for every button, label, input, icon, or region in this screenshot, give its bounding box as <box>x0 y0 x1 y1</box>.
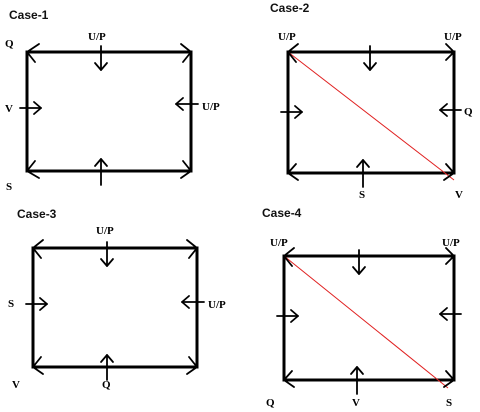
case-3-left-arrow-head <box>39 297 48 311</box>
case-1-label-top: U/P <box>88 31 106 43</box>
case-1-corner-arrow-top-right <box>180 43 192 63</box>
case-3-label-top: U/P <box>96 225 114 237</box>
case-2-label-bottom: S <box>359 189 365 201</box>
case-3-top-arrow-head <box>100 258 114 267</box>
panel-case-4: Case-4 U/P U/P Q V S <box>262 206 462 409</box>
case-4-corner-arrow-top-left <box>283 247 295 267</box>
case-4-bottom-arrow-head <box>350 366 364 375</box>
case-2-label-bottom-right: V <box>455 189 463 201</box>
case-1-left-arrow-head <box>33 101 42 115</box>
case-1-right-arrow-head <box>175 97 184 111</box>
panel-case-2: Case-2 U/P U/P Q S V <box>270 1 473 201</box>
case-2-title: Case-2 <box>270 1 310 15</box>
case-1-label-right: U/P <box>202 101 220 113</box>
case-3-bottom-arrow-head <box>100 354 114 363</box>
case-3-label-bottom: Q <box>102 379 111 391</box>
case-2-corner-arrow-bottom-left <box>287 163 299 181</box>
case-2-corner-arrow-bottom-right <box>443 163 455 181</box>
case-3-title: Case-3 <box>17 207 57 221</box>
case-3-corner-arrow-top-left <box>32 239 44 259</box>
case-4-corner-arrow-top-right <box>445 247 455 265</box>
case-4-label-top-left: U/P <box>270 237 288 249</box>
case-4-diagonal-line <box>283 255 449 389</box>
case-2-corner-arrow-top-left <box>287 43 299 63</box>
panel-case-3: Case-3 U/P S U/P V Q <box>8 207 226 391</box>
case-2-label-right: Q <box>464 106 473 118</box>
panel-case-1: Case-1 Q U/P V U/P S <box>5 8 220 193</box>
case-3-corner-arrow-bottom-right <box>186 356 198 375</box>
case-1-bottom-arrow-head <box>94 158 108 167</box>
case-4-label-top-right: U/P <box>442 237 460 249</box>
case-4-label-bottom-right: S <box>446 397 452 409</box>
case-1-rectangle <box>25 50 193 173</box>
case-3-label-left: S <box>8 298 14 310</box>
case-4-title: Case-4 <box>262 206 302 220</box>
case-4-corner-arrow-bottom-right <box>443 370 455 388</box>
case-1-corner-arrow-bottom-left <box>26 160 40 179</box>
case-3-corner-arrow-bottom-left <box>32 356 44 375</box>
case-4-left-arrow-head <box>290 309 299 323</box>
case-2-left-arrow-head <box>294 105 303 119</box>
case-2-label-top-left: U/P <box>278 31 296 43</box>
case-2-right-arrow-head <box>439 103 448 117</box>
case-4-right-arrow-head <box>439 307 448 321</box>
case-1-label-bottom-left: S <box>6 181 12 193</box>
case-2-diagonal-line <box>287 51 455 181</box>
case-3-corner-arrow-top-right <box>186 239 198 259</box>
case-4-corner-arrow-bottom-left <box>283 370 295 388</box>
case-1-label-left: V <box>5 103 13 115</box>
case-4-label-bottom: V <box>352 397 360 409</box>
case-3-label-right: U/P <box>208 299 226 311</box>
case-3-right-arrow-head <box>181 295 190 309</box>
case-3-label-bottom-left: V <box>12 379 20 391</box>
case-1-title: Case-1 <box>9 8 49 22</box>
case-2-top-arrow-head <box>363 62 377 71</box>
case-1-top-arrow-head <box>94 62 108 71</box>
case-1-label-top-left: Q <box>5 38 14 50</box>
case-4-label-bottom-left: Q <box>266 397 275 409</box>
case-3-rectangle <box>31 246 199 369</box>
case-1-corner-arrow-bottom-right <box>180 160 192 179</box>
case-2-label-top-right: U/P <box>444 31 462 43</box>
case-2-bottom-arrow-head <box>356 159 370 168</box>
case-2-corner-arrow-top-right <box>445 43 455 61</box>
case-4-rectangle <box>282 254 456 382</box>
case-1-corner-arrow-top-left <box>26 43 40 63</box>
case-4-top-arrow-head <box>352 266 366 275</box>
